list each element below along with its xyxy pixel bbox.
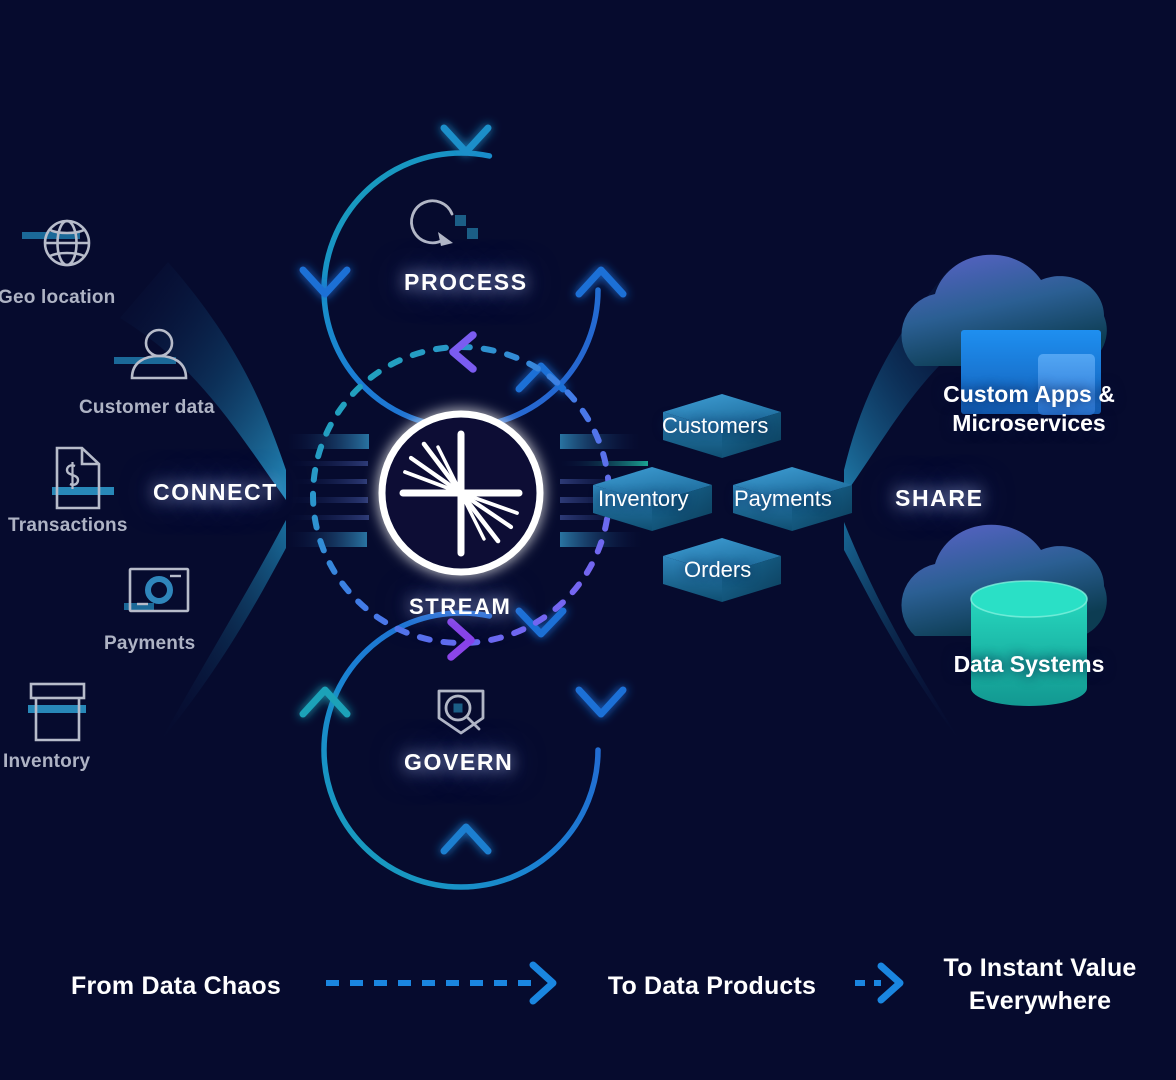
destination-label-data-systems: Data Systems <box>953 651 1105 677</box>
share-heading: SHARE <box>895 485 984 511</box>
invoice-dollar-icon <box>55 446 101 510</box>
footer-step-from-data-chaos: From Data Chaos <box>71 972 281 1000</box>
refresh-squares-icon <box>410 199 478 246</box>
footer-step-to-data-products: To Data Products <box>607 972 817 1000</box>
accent-bar <box>114 357 176 364</box>
hub-circle <box>378 410 544 576</box>
ring-chevrons <box>299 124 627 855</box>
accent-bar <box>22 232 80 239</box>
accent-bar <box>28 705 86 713</box>
confluent-starburst-logo <box>399 430 523 557</box>
footer-step-to-instant-value: To Instant Value Everywhere <box>943 954 1137 1015</box>
cube-label-inventory: Inventory <box>598 486 689 511</box>
box-icon <box>29 682 86 742</box>
govern-label: GOVERN <box>404 749 514 775</box>
source-label-geo-location: Geo location <box>0 287 116 308</box>
long-dashed-arrow-right <box>326 961 557 1005</box>
process-label: PROCESS <box>404 269 528 295</box>
source-label-payments: Payments <box>104 633 196 654</box>
accent-bar <box>52 487 114 495</box>
source-label-customer-data: Customer data <box>79 397 215 418</box>
destination-label-custom-apps: Custom Apps & Microservices <box>943 381 1115 437</box>
cube-label-orders: Orders <box>684 557 752 582</box>
cube-label-customers: Customers <box>662 413 769 438</box>
shield-magnifier-icon <box>437 689 485 735</box>
connect-heading: CONNECT <box>153 479 278 505</box>
source-label-transactions: Transactions <box>8 515 128 536</box>
loop-chevron-top <box>449 331 477 373</box>
accent-bar <box>124 603 154 610</box>
person-icon <box>130 328 188 380</box>
globe-icon <box>43 219 91 267</box>
card-reader-icon <box>128 567 190 613</box>
cube-label-payments: Payments <box>734 486 832 511</box>
short-dashed-arrow-right <box>855 962 904 1004</box>
stream-label: STREAM <box>409 594 512 619</box>
source-label-inventory: Inventory <box>3 751 91 772</box>
loop-chevron-bottom <box>447 618 475 661</box>
